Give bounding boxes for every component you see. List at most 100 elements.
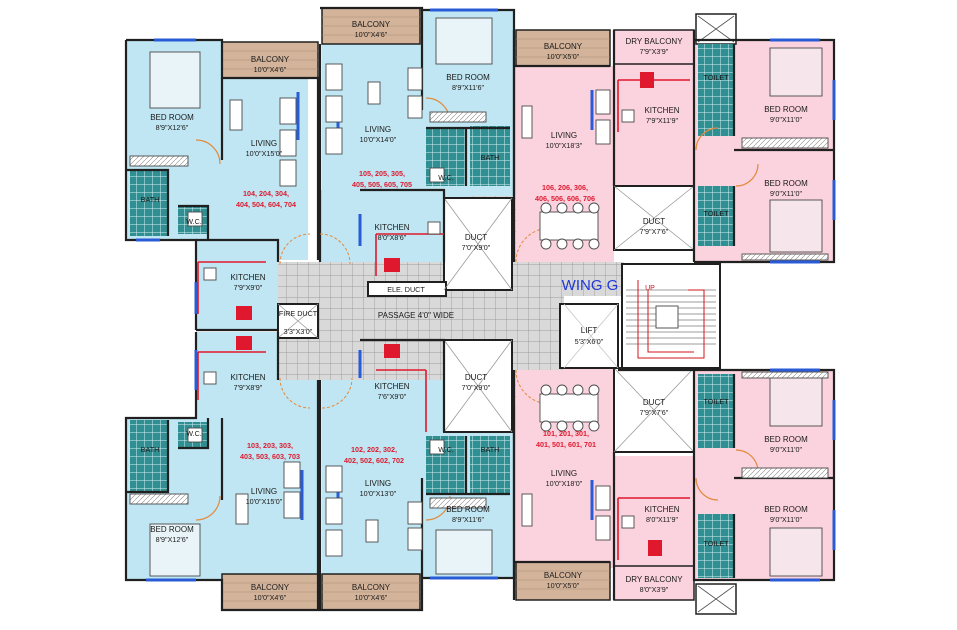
unit-numbers-104: 104, 204, 304, (243, 189, 289, 198)
unit-numbers-103: 403, 503, 603, 703 (240, 452, 300, 461)
kitchen-label: KITCHEN (374, 382, 409, 391)
duct-dim: 7'0"X9'0" (462, 383, 491, 392)
core-labels: PASSAGE 4'0" WIDE LIFT 5'3"X6'0" WING G … (378, 277, 655, 346)
doors (195, 97, 759, 521)
unit-numbers-103: 103, 203, 303, (247, 441, 293, 450)
wc-label: W.C. (186, 217, 202, 226)
unit-numbers-106: 106, 206, 306, (542, 183, 588, 192)
passage-label: PASSAGE 4'0" WIDE (378, 311, 454, 320)
living-labels: LIVING 10'0"X15'0" LIVING 10'0"X14'0" LI… (246, 125, 583, 506)
bedroom-label: BED ROOM (150, 113, 194, 122)
balcony-dim: 10'0"X4'6" (254, 65, 287, 74)
kitchen-label: KITCHEN (644, 505, 679, 514)
toilet-label: TOILET (703, 397, 729, 406)
shaft-crosses (697, 15, 735, 613)
duct-labels: DUCT 7'0"X9'0" DUCT 7'0"X9'0" DUCT 7'9"X… (279, 217, 669, 417)
kitchen-label: KITCHEN (374, 223, 409, 232)
toilet-label: TOILET (703, 539, 729, 548)
balcony-label: BALCONY (251, 583, 290, 592)
living-label: LIVING (551, 131, 577, 140)
unit-numbers-106: 406, 506, 606, 706 (535, 194, 595, 203)
living-label: LIVING (251, 487, 277, 496)
dry-balcony-label: DRY BALCONY (625, 575, 683, 584)
bath-tiles (130, 44, 734, 578)
balcony-label: BALCONY (544, 42, 583, 51)
fire-duct-dim: 3'3"X3'0" (284, 327, 313, 336)
duct-crosses (277, 185, 695, 453)
living-label: LIVING (551, 469, 577, 478)
stoves (236, 72, 662, 556)
duct-dim: 7'0"X9'0" (462, 243, 491, 252)
living-dim: 10'0"X15'0" (246, 497, 283, 506)
kitchen-label: KITCHEN (644, 106, 679, 115)
bedroom-label: BED ROOM (764, 505, 808, 514)
bath-label: BATH (481, 153, 500, 162)
bedroom-dim: 8'9"X12'6" (156, 535, 189, 544)
balcony-dim: 10'0"X4'6" (355, 30, 388, 39)
living-dim: 10'0"X15'0" (246, 149, 283, 158)
kitchen-dim: 7'9"X11'9" (646, 116, 679, 125)
unit-number-labels: 104, 204, 304, 404, 504, 604, 704 105, 2… (236, 169, 596, 465)
bedroom-label: BED ROOM (150, 525, 194, 534)
bath-label: BATH (141, 195, 160, 204)
kitchen-labels: KITCHEN 7'9"X9'0" KITCHEN 7'9"X8'9" KITC… (230, 106, 679, 524)
bedroom-dim: 8'9"X12'6" (156, 123, 189, 132)
kitchen-label: KITCHEN (230, 373, 265, 382)
balcony-bricks (222, 16, 610, 602)
lift-core (559, 263, 721, 369)
unit-numbers-105: 105, 205, 305, (359, 169, 405, 178)
duct-dim: 7'9"X7'6" (640, 227, 669, 236)
balcony-label: BALCONY (352, 20, 391, 29)
kitchen-dim: 8'0"X11'9" (646, 515, 679, 524)
balcony-dim: 10'0"X4'6" (254, 593, 287, 602)
living-dim: 10'0"X14'0" (360, 135, 397, 144)
duct-label: DUCT (643, 398, 665, 407)
living-label: LIVING (365, 125, 391, 134)
unit-numbers-102: 102, 202, 302, (351, 445, 397, 454)
bedroom-dim: 8'9"X11'6" (452, 515, 485, 524)
windows (136, 8, 836, 582)
balcony-dim: 10'0"X4'6" (355, 593, 388, 602)
kitchen-dim: 7'9"X8'9" (234, 383, 263, 392)
bath-label: BATH (481, 445, 500, 454)
living-label: LIVING (365, 479, 391, 488)
wet-area-labels: BATH BATH W.C. W.C. BATH W.C. BATH W.C. … (141, 73, 729, 548)
bedroom-label: BED ROOM (764, 179, 808, 188)
bath-label: BATH (141, 445, 160, 454)
living-dim: 10'0"X18'0" (546, 479, 583, 488)
bedroom-label: BED ROOM (446, 73, 490, 82)
bedroom-label: BED ROOM (764, 105, 808, 114)
bedroom-labels: BED ROOM 8'9"X12'6" BED ROOM 8'9"X12'6" … (150, 73, 808, 544)
bedroom-dim: 8'9"X11'6" (452, 83, 485, 92)
balcony-label: BALCONY (544, 571, 583, 580)
kitchen-label: KITCHEN (230, 273, 265, 282)
dry-balcony-dim: 8'0"X3'9" (640, 585, 669, 594)
wing-title: WING G (562, 277, 619, 294)
kitchen-dim: 7'9"X9'0" (234, 283, 263, 292)
fire-duct-label: FIRE DUCT (279, 309, 318, 318)
balcony-label: BALCONY (352, 583, 391, 592)
elec-duct-label: ELE. DUCT (387, 285, 425, 294)
stair-up-label: UP (645, 285, 655, 292)
living-dim: 10'0"X13'0" (360, 489, 397, 498)
balcony-labels: BALCONY 10'0"X4'6" BALCONY 10'0"X4'6" BA… (251, 20, 683, 602)
balcony-dim: 10'0"X5'0" (547, 581, 580, 590)
wc-label: W.C. (438, 445, 454, 454)
balcony-dim: 10'0"X5'0" (547, 52, 580, 61)
bedroom-dim: 9'0"X11'0" (770, 515, 803, 524)
unit-numbers-101: 101, 201, 301, (543, 429, 589, 438)
kitchen-dim: 7'6"X9'0" (378, 392, 407, 401)
living-dim: 10'0"X18'3" (546, 141, 583, 150)
dry-balconies (613, 13, 737, 615)
dry-balcony-label: DRY BALCONY (625, 37, 683, 46)
kitchen-dim: 8'0"X8'6" (378, 233, 407, 242)
bedroom-dim: 9'0"X11'0" (770, 115, 803, 124)
duct-label: DUCT (465, 373, 487, 382)
living-label: LIVING (251, 139, 277, 148)
lift-dim: 5'3"X6'0" (575, 337, 604, 346)
balcony-label: BALCONY (251, 55, 290, 64)
unit-numbers-102: 402, 502, 602, 702 (344, 456, 404, 465)
bedroom-label: BED ROOM (764, 435, 808, 444)
